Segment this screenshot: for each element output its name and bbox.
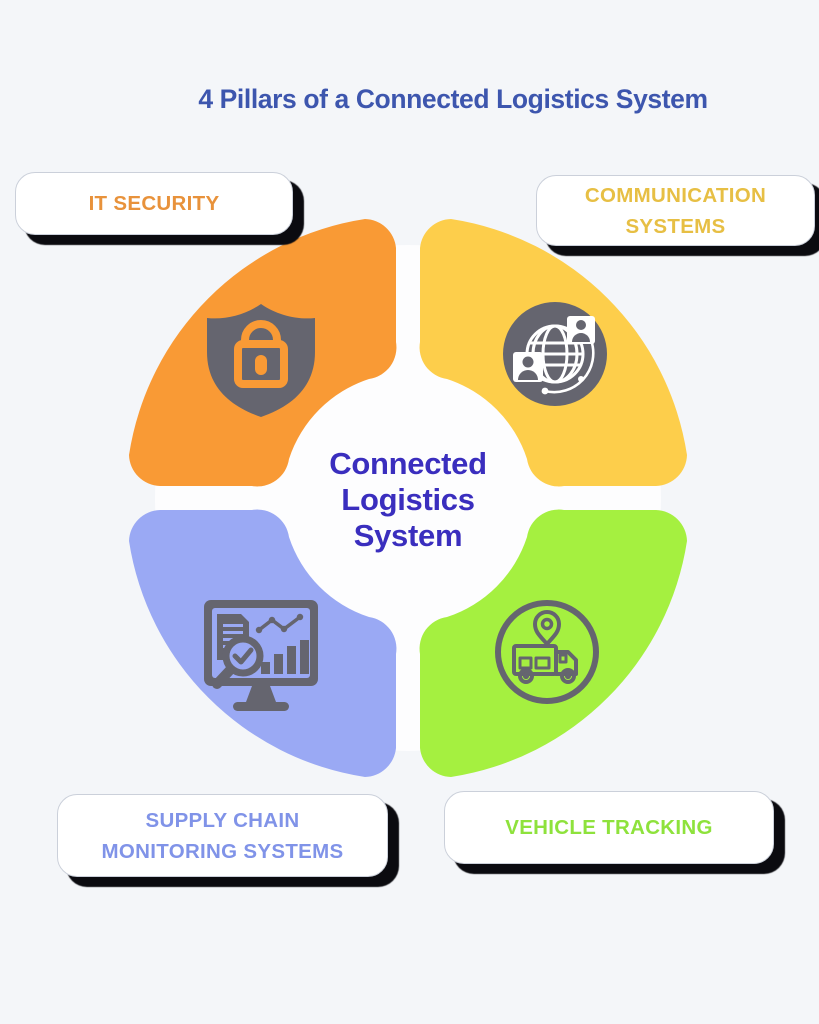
pin-hole xyxy=(540,617,554,631)
wheel-front xyxy=(560,668,576,684)
analytics-monitor-icon xyxy=(204,600,318,711)
truck-glyph xyxy=(512,610,578,684)
global-communication-icon xyxy=(503,302,607,406)
icon-ring xyxy=(495,600,599,704)
pill-label-line: COMMUNICATION xyxy=(584,183,767,207)
hub-label-line: Logistics xyxy=(341,482,475,517)
label-pill-communication-systems: COMMUNICATION SYSTEMS xyxy=(536,175,815,246)
wheel-front-hub xyxy=(564,672,572,680)
lock-keyhole xyxy=(255,355,267,375)
pill-label-line: VEHICLE TRACKING xyxy=(505,816,713,839)
magnifier-check xyxy=(212,635,264,689)
wheel-rear xyxy=(518,668,534,684)
page-title: 4 Pillars of a Connected Logistics Syste… xyxy=(198,84,708,114)
truck-cargo-box xyxy=(512,644,558,676)
monitor-base xyxy=(233,702,289,711)
monitor-stand xyxy=(246,686,276,702)
shield-lock-icon xyxy=(207,304,315,417)
hub-label: Connected Logistics System xyxy=(329,446,487,554)
label-pill-vehicle-tracking: VEHICLE TRACKING xyxy=(444,791,774,864)
hub-label-line: System xyxy=(353,518,463,553)
location-pin xyxy=(533,610,561,646)
parcel-right xyxy=(534,656,551,670)
pill-label-line: SUPPLY CHAIN xyxy=(145,808,300,832)
hub-label-line: Connected xyxy=(329,446,487,481)
person-tile-lower xyxy=(513,352,543,382)
truck-location-icon xyxy=(495,600,599,704)
pill-label-line: IT SECURITY xyxy=(88,192,220,215)
trend-line xyxy=(255,613,304,634)
pill-label-line: SYSTEMS xyxy=(625,214,726,238)
person-tile-upper xyxy=(567,316,595,344)
label-pill-supply-chain-monitoring: SUPPLY CHAIN MONITORING SYSTEMS xyxy=(57,794,388,877)
parcel-left xyxy=(518,656,533,670)
bar-chart xyxy=(261,640,309,674)
lock-shackle xyxy=(241,320,281,346)
wheel-rear-hub xyxy=(522,672,530,680)
segment-vehicle-tracking xyxy=(419,509,687,777)
lock-body xyxy=(234,340,288,388)
label-pill-it-security: IT SECURITY xyxy=(15,172,293,235)
pill-label-line: MONITORING SYSTEMS xyxy=(101,839,344,863)
cab-window xyxy=(558,653,568,664)
